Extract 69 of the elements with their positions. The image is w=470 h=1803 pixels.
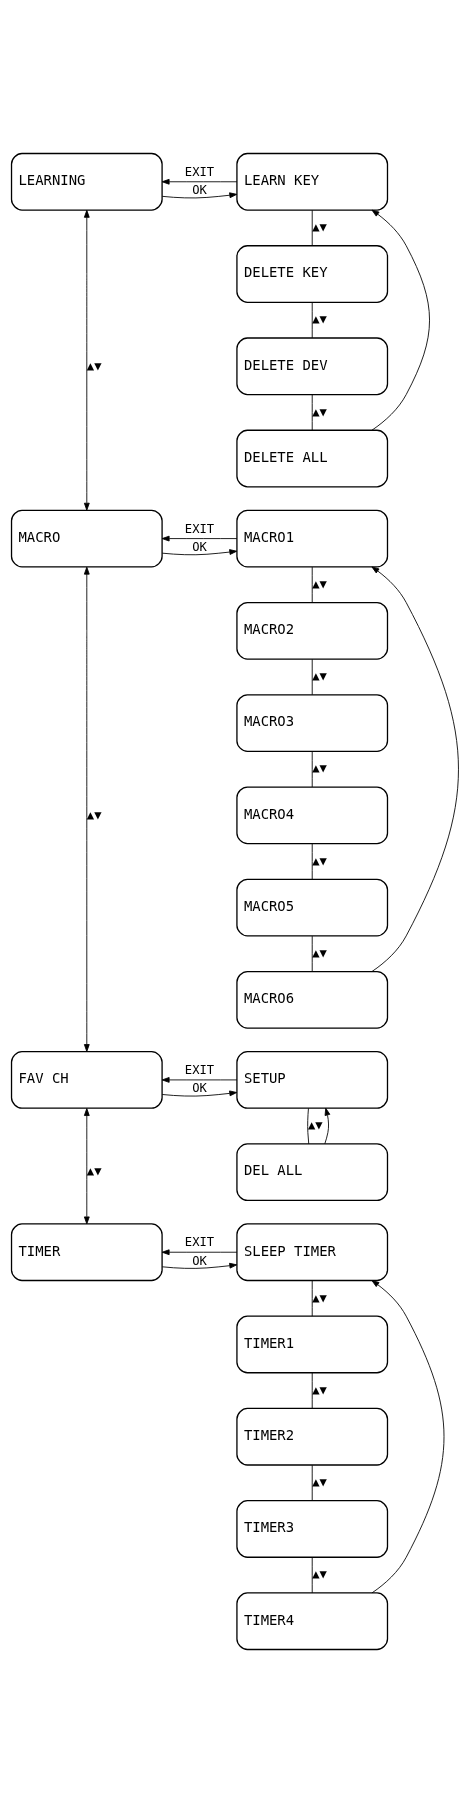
edge-label: ▲▼ (312, 576, 327, 591)
edge-label: ▲▼ (312, 761, 327, 776)
node-box: MACRO1 (236, 509, 389, 568)
arrow (161, 192, 238, 199)
node-box: FAV CH (10, 1050, 163, 1109)
edge-label: EXIT (184, 1062, 215, 1077)
arrow (161, 535, 238, 542)
edge-label: OK (192, 539, 207, 554)
edge-label: ▲▼ (86, 1164, 102, 1179)
arrow (161, 1077, 238, 1083)
node-box: TIMER2 (236, 1407, 389, 1466)
edge-label: EXIT (184, 1235, 215, 1250)
arrow (371, 209, 430, 431)
node-box: TIMER3 (236, 1500, 389, 1558)
node-box: MACRO (10, 509, 163, 568)
connector (307, 1108, 310, 1145)
edge-label: OK (192, 1081, 207, 1096)
node-box: SETUP (236, 1050, 389, 1109)
node-box: SLEEP TIMER (236, 1223, 389, 1282)
arrow (161, 1090, 238, 1097)
arrow (161, 1262, 238, 1269)
node-box: DELETE DEV (236, 337, 389, 396)
edge-label: OK (192, 183, 207, 198)
arrow (371, 566, 459, 972)
node-box: MACRO5 (236, 878, 389, 937)
connector (311, 394, 313, 431)
node-box: TIMER (10, 1223, 163, 1282)
arrow (161, 178, 238, 185)
edge-label: ▲▼ (312, 312, 327, 327)
edge-label: ▲▼ (86, 358, 102, 373)
node-box: MACRO6 (236, 970, 389, 1029)
arrow (83, 209, 90, 511)
node-box: DELETE ALL (236, 429, 389, 488)
edge-label: ▲▼ (312, 404, 327, 419)
node-box: TIMER4 (236, 1592, 389, 1651)
node-box: DEL ALL (236, 1143, 389, 1202)
node-box: MACRO2 (236, 601, 389, 660)
node-box: MACRO4 (236, 786, 389, 845)
connector (311, 751, 313, 788)
edge-label: ▲▼ (312, 945, 327, 960)
arrow (371, 1280, 445, 1594)
node-box: DELETE KEY (236, 245, 389, 303)
edge-label: EXIT (184, 164, 215, 179)
connector (311, 1280, 313, 1317)
node-box: LEARN KEY (236, 152, 389, 211)
arrow (83, 566, 90, 1052)
connector (311, 302, 313, 339)
arrow (83, 1108, 90, 1225)
edge-label: ▲▼ (312, 853, 327, 868)
node-box: TIMER1 (236, 1315, 389, 1374)
edge-label: OK (192, 1253, 207, 1268)
connector (311, 209, 313, 247)
connector (311, 843, 313, 880)
arrow (161, 1249, 238, 1256)
node-box: LEARNING (10, 152, 163, 211)
connector (311, 1372, 313, 1409)
connector (311, 658, 313, 696)
arrow (324, 1107, 331, 1145)
edge-label: ▲▼ (312, 1382, 327, 1397)
connector (311, 1464, 313, 1502)
connector (311, 935, 313, 972)
node-box: MACRO3 (236, 694, 389, 753)
edge-label: EXIT (184, 521, 215, 536)
arrow (161, 549, 238, 556)
edge-label: ▲▼ (307, 1118, 323, 1133)
connector (311, 1557, 313, 1594)
edge-label: ▲▼ (86, 807, 102, 822)
connector (311, 566, 313, 603)
edge-label: ▲▼ (312, 1290, 327, 1305)
